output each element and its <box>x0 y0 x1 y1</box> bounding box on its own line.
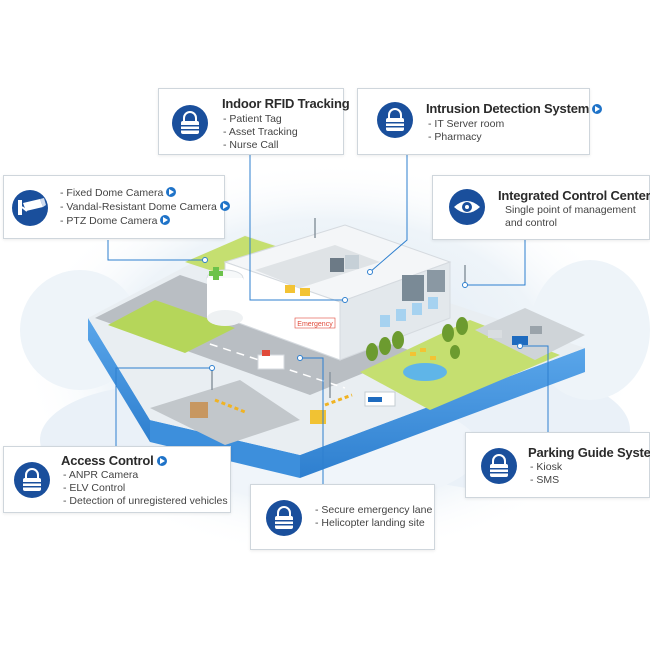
callout-title: Integrated Control Center <box>498 188 650 203</box>
lock-icon <box>14 462 50 498</box>
callout-title: Indoor RFID Tracking <box>222 96 350 111</box>
list-item: - ANPR Camera <box>63 469 139 481</box>
list-item: - Vandal-Resistant Dome Camera <box>60 201 217 213</box>
lock-icon <box>377 102 413 138</box>
emergency-sign: Emergency <box>297 321 333 328</box>
callout-items: Single point of management and control <box>505 204 636 230</box>
list-item: - PTZ Dome Camera <box>60 215 158 227</box>
callout-rfid-tracking: Indoor RFID Tracking - Patient Tag - Ass… <box>158 88 350 155</box>
leader-dots <box>202 257 523 371</box>
list-item: - Helicopter landing site <box>315 517 425 529</box>
leader-lines <box>107 155 549 484</box>
callout-title: Parking Guide System <box>528 445 650 460</box>
callout-title-text: Intrusion Detection System <box>426 101 590 116</box>
callout-items: - Secure emergency lane - Helicopter lan… <box>315 504 432 530</box>
list-item: - ELV Control <box>63 482 126 494</box>
callout-items: - Fixed Dome Camera - Vandal-Resistant D… <box>60 186 230 228</box>
scene-props <box>190 218 468 424</box>
list-item: - Nurse Call <box>223 139 279 151</box>
lock-icon <box>266 500 302 536</box>
callout-emergency-lane: - Secure emergency lane - Helicopter lan… <box>250 484 435 550</box>
callout-cctv: - Fixed Dome Camera - Vandal-Resistant D… <box>3 175 230 239</box>
callout-title-text: Access Control <box>61 453 154 468</box>
lock-icon <box>172 105 208 141</box>
list-item: - Secure emergency lane <box>315 504 433 516</box>
callout-items: - Patient Tag - Asset Tracking - Nurse C… <box>223 113 298 152</box>
callout-access-control: Access Control - ANPR Camera - ELV Contr… <box>3 446 231 513</box>
arrow-right-icon[interactable] <box>166 187 177 197</box>
callout-integrated-control-center: Integrated Control Center Single point o… <box>432 175 650 240</box>
callout-items: - ANPR Camera - ELV Control - Detection … <box>63 469 228 508</box>
list-item: - Asset Tracking <box>223 126 298 138</box>
arrow-right-icon[interactable] <box>160 215 171 225</box>
callout-title-text: Integrated Control Center <box>498 188 650 203</box>
arrow-right-icon[interactable] <box>219 201 230 211</box>
callout-title: Intrusion Detection System <box>426 101 603 116</box>
callout-intrusion-detection: Intrusion Detection System - IT Server r… <box>357 88 603 155</box>
list-item: - SMS <box>530 474 560 486</box>
camera-icon <box>12 190 48 226</box>
list-item: - Patient Tag <box>223 113 282 125</box>
list-item: - IT Server room <box>428 118 505 130</box>
arrow-right-icon[interactable] <box>156 456 167 466</box>
callout-items: - Kiosk - SMS <box>530 461 562 487</box>
hospital-building: Emergency <box>206 224 452 361</box>
list-item: - Fixed Dome Camera <box>60 187 164 199</box>
list-item: and control <box>505 217 557 229</box>
callout-items: - IT Server room - Pharmacy <box>428 118 504 144</box>
lock-icon <box>481 448 517 484</box>
list-item: Single point of management <box>505 204 636 216</box>
list-item: - Kiosk <box>530 461 563 473</box>
callout-parking-guide: Parking Guide System - Kiosk - SMS <box>465 432 650 498</box>
list-item: - Detection of unregistered vehicles <box>63 495 228 507</box>
eye-icon <box>449 189 485 225</box>
callout-title: Access Control <box>61 453 167 468</box>
list-item: - Pharmacy <box>428 131 482 143</box>
arrow-right-icon[interactable] <box>592 104 603 114</box>
